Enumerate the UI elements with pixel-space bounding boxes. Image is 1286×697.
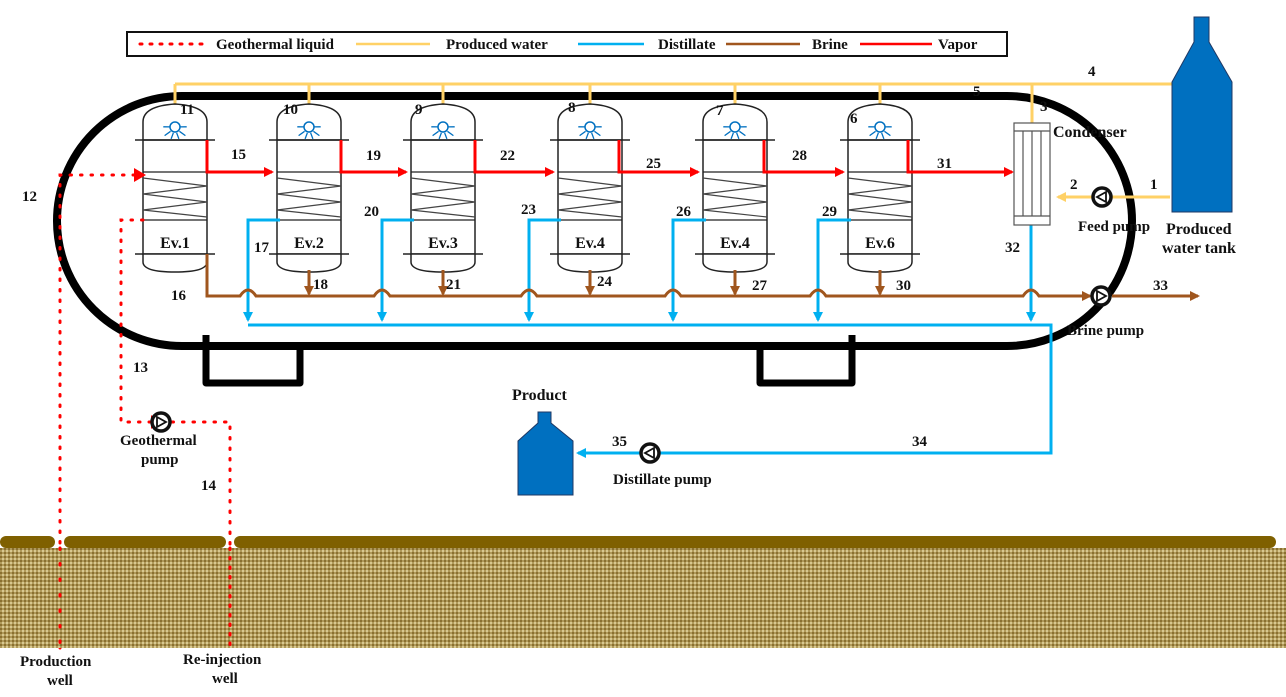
heating-coil	[276, 177, 342, 218]
reinjection-well-label-1: Re-injection	[183, 652, 262, 668]
stream-5: 5	[973, 84, 981, 100]
stream-7: 7	[716, 103, 724, 119]
produced-water-tank-label-1: Produced	[1166, 221, 1232, 238]
stream-6: 6	[850, 111, 858, 127]
stream-18: 18	[313, 277, 328, 293]
evaporator-1[interactable]: Ev.1	[135, 103, 215, 273]
heating-coil	[142, 177, 208, 218]
stream-25: 25	[646, 156, 661, 172]
stream-23: 23	[521, 202, 536, 218]
condenser	[1013, 122, 1051, 226]
stream-10: 10	[283, 102, 298, 118]
stream-4: 4	[1088, 64, 1096, 80]
stream-13: 13	[133, 360, 148, 376]
brine-pump-icon[interactable]	[1090, 285, 1112, 307]
stream-28: 28	[792, 148, 807, 164]
geothermal-pump-label-1: Geothermal	[120, 433, 197, 449]
evaporator-label: Ev.2	[294, 235, 324, 252]
reinjection-well-label-2: well	[212, 671, 238, 687]
distillate-lines	[243, 218, 1053, 458]
stream-34: 34	[912, 434, 928, 450]
legend-produced-water-label: Produced water	[446, 37, 548, 53]
legend-geothermal-label: Geothermal liquid	[216, 37, 335, 53]
stream-21: 21	[446, 277, 461, 293]
stream-14: 14	[201, 478, 217, 494]
stream-19: 19	[366, 148, 381, 164]
spray-nozzle-icon	[297, 121, 321, 140]
stream-30: 30	[896, 278, 911, 294]
evaporator-label: Ev.3	[428, 235, 458, 252]
brine-pump-label: Brine pump	[1067, 323, 1144, 339]
evaporator-label: Ev.4	[575, 235, 605, 252]
evaporator-label: Ev.1	[160, 235, 190, 252]
distillate-pump-icon[interactable]	[639, 442, 661, 464]
stream-8: 8	[568, 100, 576, 116]
stream-27: 27	[752, 278, 768, 294]
heating-coil	[702, 177, 768, 218]
product-label: Product	[512, 387, 567, 404]
stream-1: 1	[1150, 177, 1158, 193]
stream-labels: 1 2 3 4 5 6 7 8 9 10 11 12 13 14 15 16 1…	[22, 64, 1168, 494]
stream-31: 31	[937, 156, 952, 172]
evaporator-6[interactable]: Ev.6	[840, 103, 920, 273]
evaporator-label: Ev.6	[865, 235, 895, 252]
spray-nozzle-icon	[723, 121, 747, 140]
stream-2: 2	[1070, 177, 1078, 193]
legend-brine-label: Brine	[812, 37, 848, 53]
evaporator-5[interactable]: Ev.4	[695, 103, 775, 273]
stream-24: 24	[597, 274, 613, 290]
stream-22: 22	[500, 148, 515, 164]
vessel-support-left	[202, 335, 304, 387]
stream-32: 32	[1005, 240, 1020, 256]
stream-26: 26	[676, 204, 692, 220]
stream-33: 33	[1153, 278, 1168, 294]
stream-35: 35	[612, 434, 627, 450]
heating-coil	[410, 177, 476, 218]
spray-nozzle-icon	[431, 121, 455, 140]
production-well-label-2: well	[47, 673, 73, 689]
spray-nozzle-icon	[578, 121, 602, 140]
stream-3: 3	[1040, 99, 1048, 115]
stream-20: 20	[364, 204, 379, 220]
evaporator-4[interactable]: Ev.4	[550, 103, 630, 273]
evaporator-label: Ev.4	[720, 235, 750, 252]
spray-nozzle-icon	[163, 121, 187, 140]
legend: Geothermal liquid Produced water Distill…	[126, 31, 1008, 57]
stream-9: 9	[415, 102, 423, 118]
vessel-support-right	[756, 335, 856, 387]
produced-water-tank[interactable]	[1171, 16, 1233, 213]
mee-vessel	[53, 92, 1136, 350]
stream-17: 17	[254, 240, 270, 256]
stream-15: 15	[231, 147, 246, 163]
feed-pump-label: Feed pump	[1078, 219, 1150, 235]
evaporator-2[interactable]: Ev.2	[269, 103, 349, 273]
legend-vapor-label: Vapor	[938, 37, 978, 53]
stream-12: 12	[22, 189, 37, 205]
feed-pump-icon[interactable]	[1091, 186, 1113, 208]
spray-nozzle-icon	[868, 121, 892, 140]
stream-16: 16	[171, 288, 187, 304]
geothermal-pump-label-2: pump	[141, 452, 179, 468]
condenser-label: Condenser	[1053, 124, 1127, 141]
stream-29: 29	[822, 204, 837, 220]
product-tank[interactable]	[517, 411, 574, 496]
produced-water-tank-label-2: water tank	[1162, 240, 1236, 257]
distillate-pump-label: Distillate pump	[613, 472, 712, 488]
ground	[0, 536, 1286, 650]
stream-11: 11	[180, 102, 194, 118]
evaporator-3[interactable]: Ev.3	[403, 103, 483, 273]
heating-coil	[557, 177, 623, 218]
geothermal-pump-icon[interactable]	[150, 411, 172, 433]
production-well-label-1: Production	[20, 654, 92, 670]
vapor-lines	[205, 140, 1014, 177]
legend-distillate-label: Distillate	[658, 37, 716, 53]
brine-lines	[205, 254, 1200, 301]
heating-coil	[847, 177, 913, 218]
